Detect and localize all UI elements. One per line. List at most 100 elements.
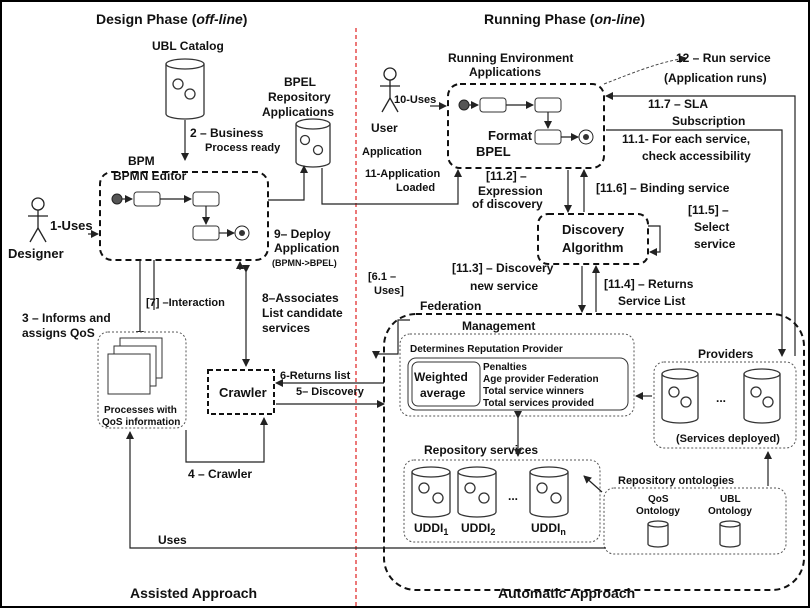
crawler-4-arrow — [185, 417, 268, 463]
ubl-catalog-label: UBL Catalog — [152, 39, 224, 53]
associates-label-1: 8–Associates — [262, 291, 339, 305]
uddi-ellipsis: ... — [508, 489, 518, 503]
uses-10-label: 10-Uses — [394, 94, 436, 106]
designer-actor-icon — [28, 197, 48, 243]
federation-label: Federation — [420, 299, 481, 313]
processes-stack-icon — [107, 337, 163, 395]
uses-61-label-2: Uses] — [374, 285, 404, 297]
discovery-algorithm-label-2: Algorithm — [562, 240, 623, 255]
bpm-label: BPM — [128, 154, 155, 168]
services-deployed-label: (Services deployed) — [676, 433, 780, 445]
weighted-label: Weighted — [414, 370, 468, 384]
uddi-1-label: UDDI1 — [414, 521, 448, 537]
penalties-label: Penalties — [483, 362, 527, 373]
app-loaded-label-1: 11-Application — [365, 168, 440, 180]
provider-db-icon — [661, 368, 699, 424]
assisted-approach-label: Assisted Approach — [130, 585, 257, 601]
providers-label: Providers — [698, 347, 754, 361]
discovery-algorithm-label-1: Discovery — [562, 222, 625, 237]
select-label-3: service — [694, 237, 736, 251]
crawler-box — [207, 369, 275, 415]
federation-box — [383, 313, 805, 591]
running-env-label-2: Applications — [469, 65, 541, 79]
select-label-2: Select — [694, 220, 729, 234]
repository-ontologies-label: Repository ontologies — [618, 475, 734, 487]
business-process-label-1: 2 – Business — [190, 126, 264, 140]
user-label: User — [371, 121, 398, 135]
uses-61-arrow — [372, 319, 410, 359]
bpmn-editor-label: BPMN Editor — [113, 169, 187, 183]
uddi-1-db-icon — [411, 466, 451, 518]
running-phase-title: Running Phase (on-line) — [484, 11, 645, 27]
repository-services-label: Repository services — [424, 443, 538, 457]
run-service-label-2: (Application runs) — [664, 71, 767, 85]
ontologies-to-repo-arrow — [583, 475, 603, 493]
reputation-provider-label: Determines Reputation Provider — [410, 344, 563, 355]
application-label: Application — [362, 146, 422, 158]
deploy-label-2: Application — [274, 241, 339, 255]
run-service-label-1: 12 – Run service — [676, 51, 771, 65]
provider-db-icon-2 — [743, 368, 781, 424]
average-label: average — [420, 386, 466, 400]
bpel-repo-label-2: Repository — [268, 90, 331, 104]
app-loaded-arrow — [321, 168, 462, 205]
ubl-ontology-db-icon — [719, 520, 741, 548]
select-service-loop — [648, 225, 661, 256]
discovery-algorithm-box — [537, 213, 649, 265]
format-bpel-box — [447, 83, 605, 169]
editor-to-repo-arrow — [268, 165, 308, 201]
discovery-5-label: 5– Discovery — [296, 386, 365, 398]
providers-ellipsis: ... — [716, 391, 726, 405]
age-label: Age provider Federation — [483, 374, 599, 385]
bpel-repository-db-icon — [295, 118, 331, 168]
business-process-label-2: Process ready — [205, 142, 281, 154]
weighted-average-box — [411, 361, 481, 407]
automatic-approach-label: Automatic Approach — [498, 585, 635, 601]
crawler-label: Crawler — [219, 385, 267, 400]
deploy-label-3: (BPMN->BPEL) — [272, 258, 337, 268]
associates-label-2: List candidate — [262, 306, 343, 320]
qos-ontology-label-1: QoS — [648, 494, 669, 505]
bpel-process-icon — [458, 97, 594, 145]
bpel-repo-label-1: BPEL — [284, 75, 316, 89]
accessibility-label-1: 11.1- For each service, — [622, 132, 750, 146]
uses-bottom-arrow — [126, 431, 606, 549]
uddi-n-db-icon — [529, 466, 569, 518]
informs-label-1: 3 – Informs and — [22, 311, 111, 325]
ubl-ontology-label-2: Ontology — [708, 506, 752, 517]
ubl-catalog-db-icon — [165, 58, 205, 120]
associates-label-3: services — [262, 321, 310, 335]
design-phase-title: Design Phase (off-line) — [96, 11, 247, 27]
designer-label: Designer — [8, 246, 64, 261]
returns-list-label: 6-Returns list — [280, 370, 351, 382]
discovery-new-label-2: new service — [470, 279, 538, 293]
crawler-4-label: 4 – Crawler — [188, 467, 252, 481]
app-loaded-label-2: Loaded — [396, 182, 435, 194]
bpel-label: BPEL — [476, 144, 511, 159]
qos-ontology-label-2: Ontology — [636, 506, 680, 517]
select-label-1: [11.5] – — [688, 203, 729, 217]
processes-label-2: QoS information — [102, 417, 180, 428]
accessibility-arrow — [606, 129, 786, 357]
accessibility-label-2: check accessibility — [642, 149, 751, 163]
subscription-label: Subscription — [672, 114, 745, 128]
uses-1-label: 1-Uses — [50, 218, 93, 233]
expression-label-1: [11.2] – — [486, 169, 527, 183]
ubl-ontology-label-1: UBL — [720, 494, 741, 505]
expression-label-2: Expression — [478, 184, 543, 198]
uses-bottom-label: Uses — [158, 533, 187, 547]
deploy-label-1: 9– Deploy — [274, 227, 331, 241]
user-actor-icon — [380, 67, 400, 113]
format-label: Format — [488, 128, 533, 143]
bpmn-process-icon — [111, 191, 250, 241]
bpel-repo-label-3: Applications — [262, 105, 334, 119]
binding-label: [11.6] – Binding service — [596, 181, 730, 195]
uddi-2-label: UDDI2 — [461, 521, 495, 537]
qos-ontology-db-icon — [647, 520, 669, 548]
sla-arrow — [605, 92, 796, 356]
uses-61-label-1: [6.1 – — [368, 271, 396, 283]
running-env-label-1: Running Environment — [448, 51, 573, 65]
informs-label-2: assigns QoS — [22, 326, 95, 340]
